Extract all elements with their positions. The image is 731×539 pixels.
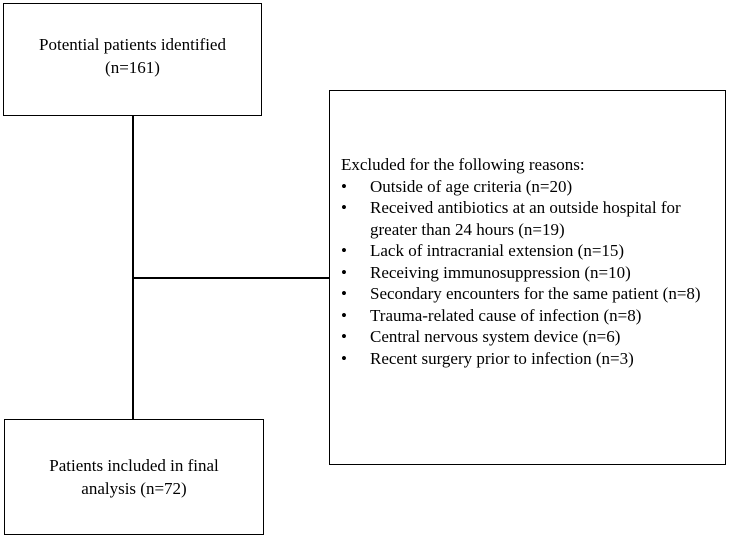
potential-patients-label: Potential patients identified	[39, 34, 226, 54]
exclusion-reason-item: • Secondary encounters for the same pati…	[341, 283, 719, 305]
bullet-icon: •	[341, 305, 347, 325]
potential-patients-count: (n=161)	[105, 57, 160, 77]
exclusion-reason-text: Received antibiotics at an outside hospi…	[370, 198, 681, 239]
exclusion-reason-text: Central nervous system device (n=6)	[370, 327, 621, 346]
exclusion-reason-text: Outside of age criteria (n=20)	[370, 176, 573, 196]
bullet-icon: •	[341, 284, 347, 303]
bullet-icon: •	[341, 176, 347, 196]
exclusion-reason-item: • Lack of intracranial extension (n=15)	[341, 240, 719, 262]
exclusion-reason-item: • Received antibiotics at an outside hos…	[341, 197, 719, 240]
exclusion-reasons-list: • Outside of age criteria (n=20) • Recei…	[341, 176, 719, 370]
exclusion-reason-text: Trauma-related cause of infection (n=8)	[370, 305, 642, 325]
exclusion-reason-text: Lack of intracranial extension (n=15)	[370, 241, 625, 260]
potential-patients-box: Potential patients identified (n=161)	[3, 3, 262, 116]
connector-horizontal-line	[132, 277, 329, 279]
bullet-icon: •	[341, 348, 347, 368]
exclusion-reason-text: Recent surgery prior to infection (n=3)	[370, 348, 634, 368]
exclusion-reason-item: • Recent surgery prior to infection (n=3…	[341, 348, 719, 370]
included-patients-box: Patients included in final analysis (n=7…	[4, 419, 264, 535]
included-patients-label: Patients included in final	[49, 456, 219, 475]
exclusion-reason-item: • Trauma-related cause of infection (n=8…	[341, 305, 719, 327]
included-patients-count: analysis (n=72)	[81, 479, 187, 498]
exclusion-reason-item: • Outside of age criteria (n=20)	[341, 176, 719, 198]
exclusion-reason-text: Secondary encounters for the same patien…	[370, 284, 701, 303]
exclusion-reason-item: • Central nervous system device (n=6)	[341, 326, 719, 348]
connector-vertical-line	[132, 116, 134, 419]
bullet-icon: •	[341, 241, 347, 260]
bullet-icon: •	[341, 262, 347, 282]
exclusion-box: Excluded for the following reasons: • Ou…	[329, 90, 726, 465]
exclusion-reason-item: • Receiving immunosuppression (n=10)	[341, 262, 719, 284]
exclusion-heading: Excluded for the following reasons:	[341, 155, 585, 174]
bullet-icon: •	[341, 198, 347, 217]
bullet-icon: •	[341, 327, 347, 346]
exclusion-reason-text: Receiving immunosuppression (n=10)	[370, 262, 631, 282]
